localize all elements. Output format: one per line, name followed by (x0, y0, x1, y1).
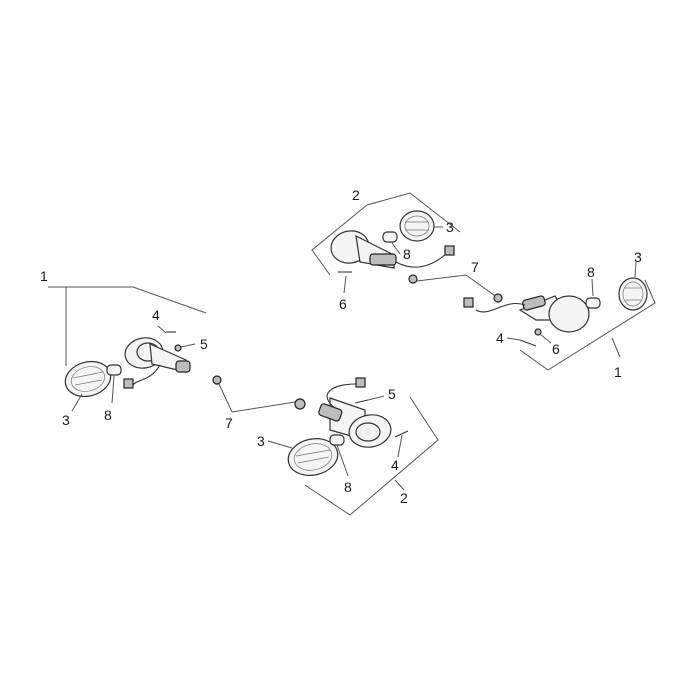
left-bulb (106, 364, 122, 376)
callout-right-nut: 6 (552, 341, 560, 357)
top-nut-link (408, 274, 503, 303)
right-lens (618, 277, 648, 311)
left-wire (131, 364, 161, 387)
lower-connector (355, 377, 366, 388)
callout-left-lens: 3 (62, 412, 70, 428)
lower-bulb (329, 434, 345, 446)
lower-wire (326, 383, 357, 409)
callout-right-screw: 4 (496, 330, 504, 346)
top-bulb (382, 231, 398, 243)
lower-nut-7 (294, 398, 306, 410)
right-turn-signal-assembly (463, 261, 656, 371)
center-nut-left (212, 375, 233, 413)
lower-housing (318, 397, 392, 448)
center-link-line (231, 401, 296, 413)
callout-center-nut: 7 (225, 415, 233, 431)
callout-top-nut-right: 7 (471, 259, 479, 275)
callout-lower-lens: 3 (257, 433, 265, 449)
top-housing (330, 230, 397, 269)
callout-lower-assembly: 2 (400, 490, 408, 506)
callout-top-bulb: 8 (403, 246, 411, 262)
callout-lower-bulb: 8 (344, 479, 352, 495)
right-nut (534, 328, 542, 336)
right-bulb (585, 297, 601, 309)
left-nut (174, 344, 182, 352)
left-connector (123, 378, 134, 389)
right-screw (519, 339, 537, 347)
top-turn-signal-assembly (311, 192, 461, 294)
right-housing (518, 295, 590, 333)
right-connector (463, 297, 474, 308)
top-lens (399, 210, 435, 242)
callout-left-assembly: 1 (40, 268, 48, 284)
lower-turn-signal-assembly (267, 377, 439, 516)
left-housing (124, 337, 191, 373)
callout-top-assembly: 2 (352, 187, 360, 203)
lower-assembly-bracket (304, 396, 439, 516)
callout-left-screw: 4 (152, 307, 160, 323)
right-wire (475, 302, 526, 313)
lower-lens (287, 438, 339, 476)
callout-right-lens: 3 (634, 249, 642, 265)
callout-top-lens: 3 (446, 219, 454, 235)
callout-right-bulb: 8 (587, 264, 595, 280)
callout-left-nut-top: 5 (200, 336, 208, 352)
callout-right-assembly: 1 (614, 364, 622, 380)
lower-screw-5 (354, 399, 369, 404)
callout-lower-nut-top: 5 (388, 386, 396, 402)
top-assembly-bracket (366, 192, 461, 233)
left-assembly-bracket (48, 286, 207, 314)
callout-lower-screw: 4 (391, 457, 399, 473)
right-assembly-bracket (519, 279, 656, 371)
callout-left-bulb: 8 (104, 407, 112, 423)
top-connector (444, 245, 455, 256)
left-turn-signal-assembly (48, 286, 207, 412)
callout-top-screw: 6 (339, 296, 347, 312)
left-lens (64, 360, 112, 398)
lower-screw-4 (394, 430, 409, 438)
